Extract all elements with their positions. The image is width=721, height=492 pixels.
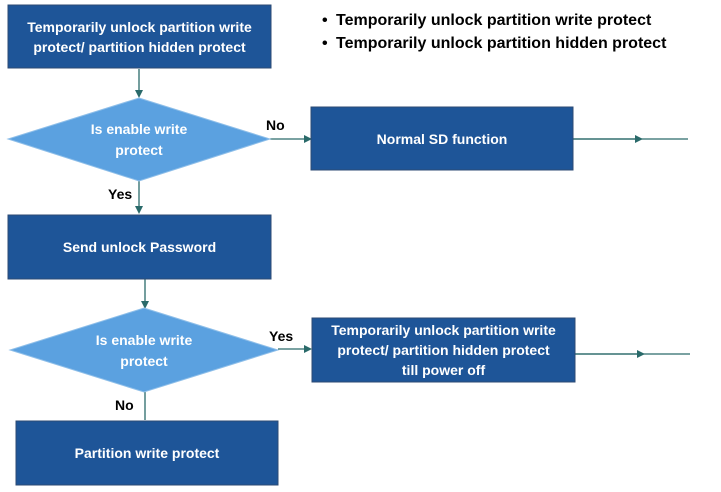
send-unlock-label: Send unlock Password bbox=[63, 239, 216, 255]
unlock-till-off-line-1: Temporarily unlock partition write bbox=[331, 322, 556, 338]
note-item: Temporarily unlock partition write prote… bbox=[322, 9, 666, 32]
decision2-no-label: No bbox=[115, 397, 134, 413]
note-item: Temporarily unlock partition hidden prot… bbox=[322, 32, 666, 55]
normal-sd-label: Normal SD function bbox=[377, 131, 508, 147]
notes-list: Temporarily unlock partition write prote… bbox=[322, 9, 666, 55]
unlock-till-off-line-2: protect/ partition hidden protect bbox=[337, 342, 550, 358]
decision1-no-label: No bbox=[266, 117, 285, 133]
decision1-line-1: Is enable write bbox=[91, 121, 188, 137]
send-unlock-box: Send unlock Password bbox=[7, 214, 272, 280]
decision2-line-1: Is enable write bbox=[96, 332, 193, 348]
normal-sd-box: Normal SD function bbox=[310, 106, 574, 171]
connectors bbox=[135, 69, 690, 420]
partition-write-protect-box: Partition write protect bbox=[15, 420, 279, 486]
decision1-yes-label: Yes bbox=[108, 186, 132, 202]
unlock-till-off-line-3: till power off bbox=[402, 362, 486, 378]
decision2-diamond: Is enable write protect bbox=[8, 307, 280, 393]
decision1-line-2: protect bbox=[115, 142, 163, 158]
partition-write-protect-label: Partition write protect bbox=[75, 445, 220, 461]
start-box-line-2: protect/ partition hidden protect bbox=[33, 39, 246, 55]
unlock-till-power-off-box: Temporarily unlock partition write prote… bbox=[311, 317, 576, 383]
start-box-line-1: Temporarily unlock partition write bbox=[27, 19, 252, 35]
decision2-yes-label: Yes bbox=[269, 328, 293, 344]
start-box: Temporarily unlock partition write prote… bbox=[7, 4, 272, 69]
decision1-diamond: Is enable write protect bbox=[6, 97, 272, 182]
decision2-line-2: protect bbox=[120, 353, 168, 369]
